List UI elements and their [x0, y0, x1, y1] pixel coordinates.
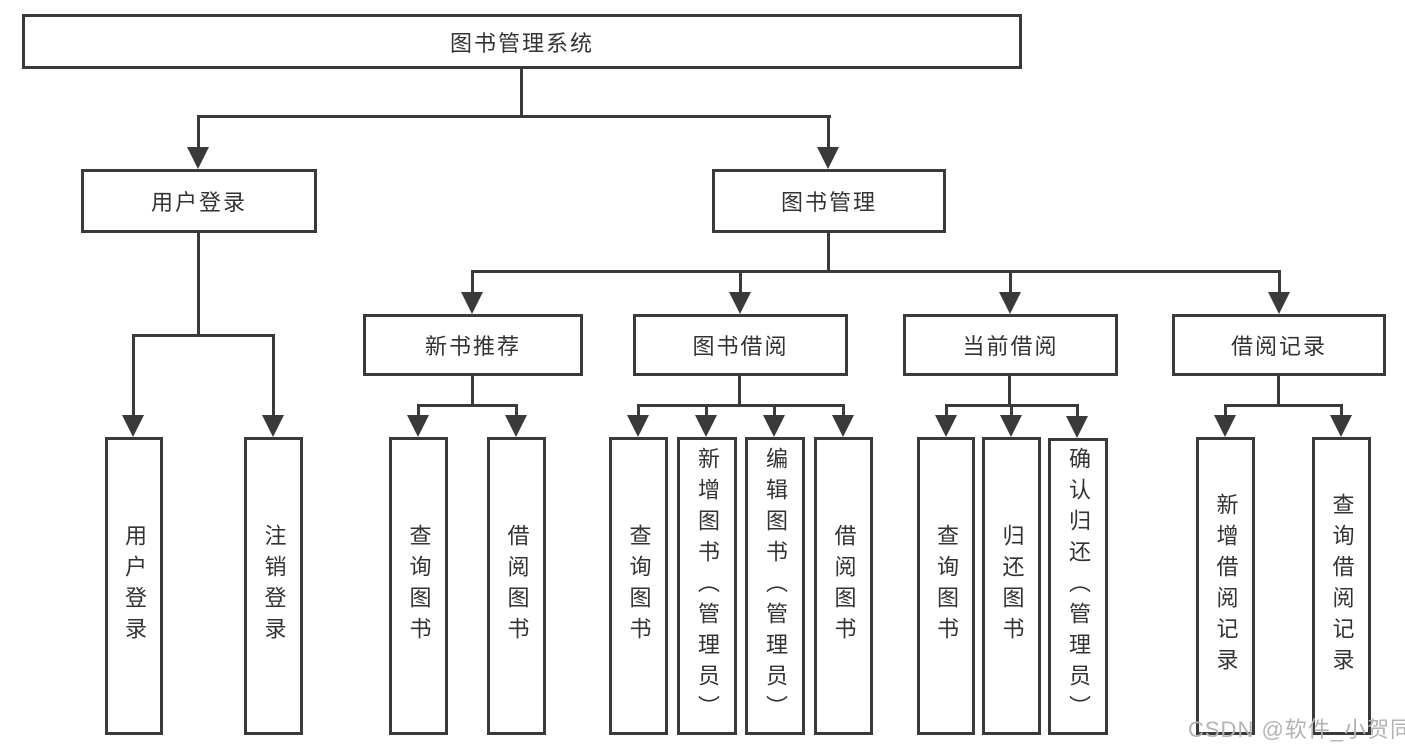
connector-line [515, 404, 518, 418]
connector-line [1008, 376, 1011, 406]
leaf-edit-books-admin: 编辑图书（管理员） [745, 437, 805, 735]
connector-line [1278, 270, 1281, 295]
leaf-query-borrow-record: 查询借阅记录 [1312, 437, 1371, 735]
leaf-borrow-books-2: 借阅图书 [814, 437, 873, 735]
connector-line [1076, 404, 1079, 420]
leaf-user-login: 用户登录 [105, 437, 163, 735]
connector-line [945, 404, 948, 418]
connector-line [637, 404, 640, 418]
connector-line [1277, 376, 1280, 406]
arrowhead-down-icon [729, 292, 751, 314]
arrowhead-down-icon [505, 415, 527, 437]
node-book-management: 图书管理 [712, 169, 946, 233]
connector-line [272, 334, 275, 420]
node-current-borrowing: 当前借阅 [903, 314, 1118, 376]
leaf-label: 确认归还（管理员） [1066, 447, 1091, 726]
arrowhead-down-icon [461, 292, 483, 314]
connector-line [1340, 404, 1343, 418]
connector-line [197, 233, 200, 336]
arrowhead-down-icon [1000, 415, 1022, 437]
arrowhead-down-icon [1330, 415, 1352, 437]
leaf-label: 编辑图书（管理员） [763, 446, 788, 726]
connector-line [471, 270, 1280, 273]
arrowhead-down-icon [627, 415, 649, 437]
arrowhead-down-icon [695, 415, 717, 437]
leaf-label: 查询图书 [406, 524, 432, 648]
leaf-return-books: 归还图书 [982, 437, 1041, 735]
node-borrowing-records: 借阅记录 [1172, 314, 1386, 376]
connector-line [638, 404, 845, 407]
connector-line [417, 404, 420, 418]
connector-line [197, 115, 831, 118]
csdn-watermark: CSDN @软件_小贺同学 [1188, 717, 1405, 742]
connector-line [739, 270, 742, 295]
arrowhead-down-icon [1066, 416, 1088, 438]
connector-line [842, 404, 845, 418]
leaf-label: 归还图书 [999, 524, 1025, 648]
leaf-query-books-1: 查询图书 [389, 437, 448, 735]
connector-line [132, 334, 135, 420]
leaf-label: 查询图书 [626, 524, 652, 648]
leaf-label: 查询图书 [934, 524, 959, 648]
connector-line [1009, 270, 1012, 295]
node-new-book-recommendation: 新书推荐 [363, 314, 583, 376]
node-user-login: 用户登录 [81, 169, 317, 233]
arrowhead-down-icon [832, 415, 854, 437]
arrowhead-down-icon [122, 415, 144, 437]
arrowhead-down-icon [1214, 415, 1236, 437]
leaf-query-books-3: 查询图书 [917, 437, 975, 735]
connector-line [520, 68, 523, 117]
leaf-label: 注销登录 [261, 524, 287, 648]
connector-line [471, 376, 474, 406]
connector-line [827, 233, 830, 273]
leaf-label: 借阅图书 [504, 524, 530, 648]
leaf-confirm-return-admin: 确认归还（管理员） [1048, 438, 1108, 735]
connector-line [197, 115, 200, 150]
leaf-label: 借阅图书 [831, 524, 857, 648]
node-root-book-management-system: 图书管理系统 [22, 14, 1022, 69]
arrowhead-down-icon [817, 147, 839, 169]
node-book-borrowing: 图书借阅 [633, 314, 848, 376]
leaf-label: 新增图书（管理员） [695, 446, 720, 726]
arrowhead-down-icon [935, 415, 957, 437]
connector-line [1224, 404, 1227, 418]
connector-line [705, 404, 708, 418]
connector-line [1010, 404, 1013, 418]
arrowhead-down-icon [262, 415, 284, 437]
leaf-logout: 注销登录 [244, 437, 303, 735]
arrowhead-down-icon [407, 415, 429, 437]
leaf-label: 新增借阅记录 [1213, 493, 1239, 679]
arrowhead-down-icon [187, 147, 209, 169]
leaf-borrow-books-1: 借阅图书 [487, 437, 546, 735]
connector-line [471, 270, 474, 295]
arrowhead-down-icon [1268, 292, 1290, 314]
leaf-label: 查询借阅记录 [1329, 493, 1355, 679]
connector-line [1224, 404, 1343, 407]
leaf-add-borrow-record: 新增借阅记录 [1196, 437, 1255, 735]
arrowhead-down-icon [999, 292, 1021, 314]
connector-line [773, 404, 776, 418]
connector-line [132, 334, 275, 337]
leaf-query-books-2: 查询图书 [609, 437, 668, 735]
connector-line [827, 115, 830, 150]
leaf-label: 用户登录 [122, 524, 147, 648]
connector-line [738, 376, 741, 406]
connector-line [417, 404, 518, 407]
arrowhead-down-icon [763, 415, 785, 437]
leaf-add-books-admin: 新增图书（管理员） [677, 437, 737, 735]
